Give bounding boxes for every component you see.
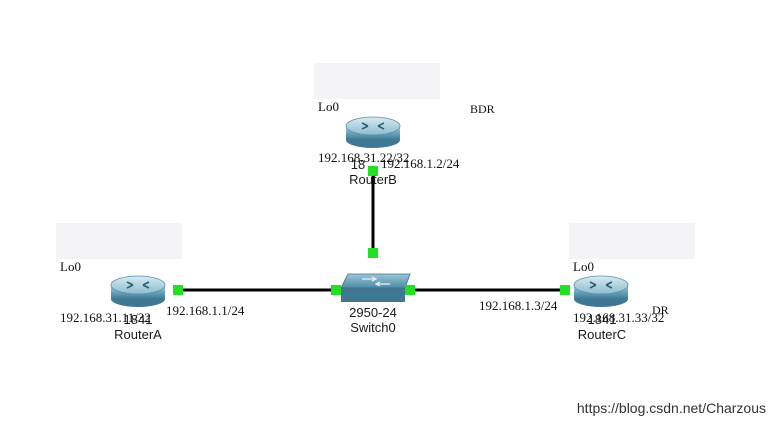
routera-name: RouterA: [114, 327, 162, 342]
routera-router-icon[interactable]: [110, 275, 166, 307]
port-routerb-up: [368, 166, 378, 176]
routerc-name: RouterC: [577, 327, 627, 342]
switch0-device-label[interactable]: 2950-24 Switch0: [333, 305, 413, 335]
routerc-role-label: DR: [652, 303, 669, 317]
routera-interface-ip: 192.168.1.1/24: [166, 303, 245, 318]
loopback-name: Lo0: [318, 99, 339, 114]
switch0-model: 2950-24: [349, 305, 397, 320]
routerc-interface-ip: 192.168.1.3/24: [479, 298, 558, 313]
routera-device-label[interactable]: 1841 RouterA: [98, 312, 178, 342]
routerb-interface-ip: 192.168.1.2/24: [381, 156, 460, 171]
port-switch0-c-up: [405, 285, 415, 295]
routerb-router-icon[interactable]: [345, 116, 401, 148]
loopback-note-routera[interactable]: Lo0 192.168.31.11/32: [60, 224, 151, 360]
port-switch0-b-up: [368, 248, 378, 258]
loopback-name: Lo0: [573, 259, 594, 274]
switch0-name: Switch0: [350, 320, 396, 335]
loopback-ip: 192.168.31.33/32: [573, 310, 665, 325]
switch0-switch-icon[interactable]: [340, 273, 411, 302]
watermark-url: https://blog.csdn.net/Charzous: [576, 400, 766, 416]
port-routerc-up: [560, 285, 570, 295]
loopback-ip: 192.168.31.11/32: [60, 310, 151, 325]
routerb-name: RouterB: [349, 172, 397, 187]
port-switch0-a-up: [331, 285, 341, 295]
loopback-note-routerb[interactable]: Lo0 192.168.31.22/32: [318, 64, 409, 200]
routerc-device-label[interactable]: 1841 RouterC: [562, 312, 642, 342]
note-bg-routerc: [569, 223, 695, 259]
note-bg-routera: [56, 223, 182, 259]
routera-model: 1841: [123, 312, 153, 327]
note-bg-routerb: [314, 63, 440, 99]
routerb-role-label: BDR: [470, 102, 495, 116]
routerc-model: 1841: [587, 312, 617, 327]
routerb-device-label[interactable]: 18 RouterB: [333, 157, 413, 187]
port-routera-up: [173, 285, 183, 295]
loopback-ip: 192.168.31.22/32: [318, 150, 410, 165]
routerc-router-icon[interactable]: [573, 275, 629, 307]
routerb-model: 18: [350, 157, 366, 172]
loopback-name: Lo0: [60, 259, 81, 274]
loopback-note-routerc[interactable]: Lo0 192.168.31.33/32: [573, 224, 664, 360]
